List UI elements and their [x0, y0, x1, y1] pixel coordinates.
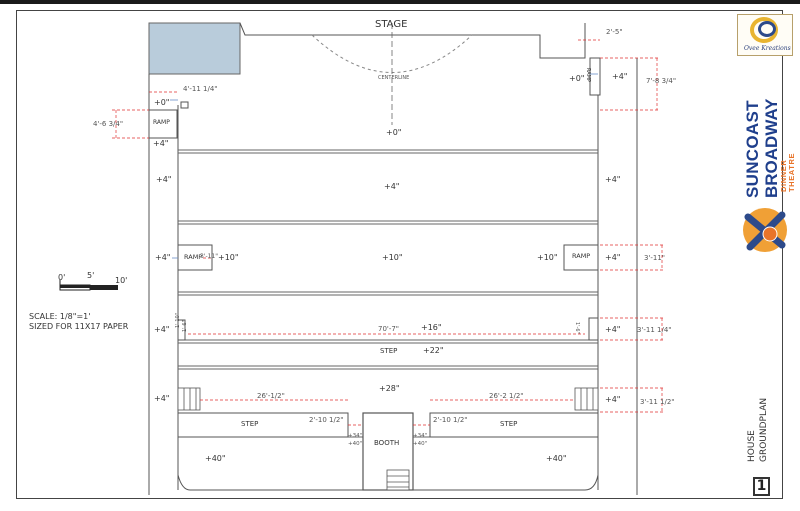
level-right-top-zero: +0"	[569, 74, 585, 83]
stage-wall-outline	[239, 22, 586, 59]
dim-left-ramp-width: 4'-11 1/4"	[183, 85, 218, 93]
brand-line3: DINNER THEATRE	[779, 152, 796, 192]
dim-step-right-width: 26'-2 1/2"	[489, 392, 524, 400]
level-booth-left-34: +34"	[348, 433, 363, 439]
scale-tick-5: 5'	[87, 271, 95, 280]
left-step-label: STEP	[241, 420, 259, 428]
sheet-title-line2: GROUNDPLAN	[759, 397, 769, 462]
dim-right-ramp-depth: 7'-8 3/4"	[646, 77, 677, 85]
level-right-row3: +4"	[605, 253, 621, 262]
level-center-plus16: +16"	[421, 323, 442, 332]
sheet-title-line1: HOUSE	[747, 430, 757, 462]
rear-wall	[177, 474, 599, 491]
scale-tick-0: 0'	[58, 273, 66, 282]
dim-small-left-b: 1'-6"	[182, 320, 188, 332]
tier-lines	[178, 149, 598, 438]
level-left-row4: +4"	[154, 325, 170, 334]
level-left-row5: +4"	[154, 394, 170, 403]
dim-left-ramp-depth: 4'-6 3/4"	[93, 120, 124, 128]
sheet-number: 1	[753, 477, 770, 496]
dim-small-left: 1'-10"	[175, 312, 181, 328]
right-mid-ramp-label: RAMP	[572, 252, 591, 260]
logo-text: Ovee Kreations	[744, 45, 791, 52]
scale-note: SCALE: 1/8"=1'	[29, 312, 91, 321]
booth-stairs	[386, 469, 410, 491]
left-step	[177, 412, 349, 438]
left-mid-ramp-label: RAMP	[184, 253, 203, 261]
dim-booth-left-offset: 2'-10 1/2"	[309, 416, 344, 424]
right-upper-ramp-label: RAMP	[585, 68, 591, 83]
level-center-plus28: +28"	[379, 384, 400, 393]
level-center-plus10: +10"	[382, 253, 403, 262]
level-right-mid-plus10: +10"	[537, 253, 558, 262]
left-upper-ramp-box	[148, 109, 178, 139]
top-border-bar	[0, 0, 800, 4]
dim-step-left-width: 26'-1/2"	[257, 392, 285, 400]
level-booth-right-34: +34"	[413, 433, 428, 439]
left-mid-ramp	[177, 244, 213, 271]
dim-row28-depth: 3'-11 1/2"	[640, 398, 675, 406]
left-ramp-post	[180, 101, 189, 109]
level-center-plus22: +22"	[423, 346, 444, 355]
level-booth-right-40: +40"	[413, 441, 428, 447]
right-upper-ramp-box	[589, 57, 601, 96]
scale-bar-graphic	[59, 280, 118, 291]
paper-note: SIZED FOR 11X17 PAPER	[29, 322, 129, 331]
company-logo: Ovee Kreations	[737, 14, 793, 56]
level-booth-left-40: +40"	[348, 441, 363, 447]
level-right-row5: +4"	[605, 395, 621, 404]
dim-right-mid-ramp-depth: 3'-11"	[644, 254, 666, 262]
theatre-emblem-icon	[743, 208, 787, 252]
level-right-row2: +4"	[605, 175, 621, 184]
right-small-box-16	[588, 317, 599, 341]
theatre-brand-logo: SUNCOAST BROADWAY DINNER THEATRE	[742, 88, 796, 200]
right-step-label: STEP	[500, 420, 518, 428]
stage-hatched-area	[148, 22, 241, 75]
dimension-lines	[112, 39, 665, 426]
stage-label: STAGE	[375, 19, 408, 30]
right-stair-set	[574, 387, 599, 411]
dim-row16-width: 70'-7"	[378, 325, 400, 333]
dim-right-top-offset: 2'-5"	[606, 28, 623, 36]
level-left-upper-plus4: +4"	[153, 139, 169, 148]
logo-ring-icon	[750, 17, 778, 43]
left-upper-ramp-label: RAMP	[153, 119, 170, 126]
left-stair-set	[177, 387, 201, 411]
scale-tick-10: 10'	[115, 276, 128, 285]
level-left-plus40: +40"	[205, 454, 226, 463]
level-connectors	[170, 73, 598, 259]
centerline-label: CENTERLINE	[378, 75, 410, 81]
level-right-plus40: +40"	[546, 454, 567, 463]
brand-line1: SUNCOAST	[743, 100, 762, 198]
level-left-row2: +4"	[156, 175, 172, 184]
level-left-row3: +4"	[155, 253, 171, 262]
right-mid-ramp	[563, 244, 599, 271]
level-left-mid-plus10: +10"	[218, 253, 239, 262]
dim-left-mid-ramp: 3'-11"	[200, 253, 219, 260]
level-right-upper-plus4: +4"	[612, 72, 628, 81]
sheet-title: HOUSE GROUNDPLAN	[735, 392, 779, 464]
level-center-row2: +4"	[384, 182, 400, 191]
dim-small-right: 1'-6"	[574, 322, 580, 334]
level-center-zero: +0"	[386, 128, 402, 137]
booth-label: BOOTH	[374, 439, 400, 447]
right-step	[429, 412, 599, 438]
dim-booth-right-offset: 2'-10 1/2"	[433, 416, 468, 424]
brand-line2: BROADWAY	[762, 98, 781, 199]
left-small-box-16	[177, 319, 186, 341]
center-step-label: STEP	[380, 347, 398, 355]
level-left-top-zero: +0"	[154, 98, 170, 107]
dim-row16-depth: 3'-11 1/4"	[637, 326, 672, 334]
level-right-row4: +4"	[605, 325, 621, 334]
logo-ring-inner-icon	[758, 21, 776, 37]
